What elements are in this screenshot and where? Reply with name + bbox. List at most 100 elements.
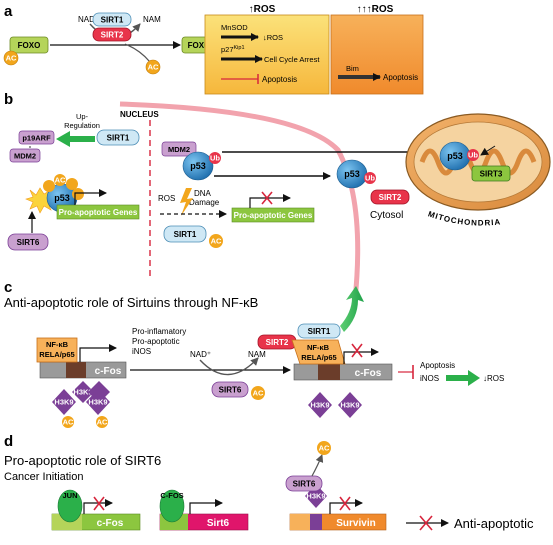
mdm2-left-label: MDM2 bbox=[14, 152, 36, 161]
h3k9-right-a bbox=[308, 392, 332, 418]
sirt6-enzyme-d bbox=[285, 475, 323, 492]
release-green-curved-arrow bbox=[340, 286, 364, 332]
pro-apoptotic-genes-mid-bar bbox=[231, 207, 315, 223]
up-regulation-green-arrow bbox=[56, 131, 95, 147]
panel-d-title-1: Pro-apoptotic role of SIRT6 bbox=[4, 453, 161, 468]
bim-label: Bim bbox=[346, 64, 359, 73]
cfos-right-label: c-Fos bbox=[355, 368, 382, 379]
sirt6-enzyme-d-label: SIRT6 bbox=[293, 480, 316, 489]
sirt2-cytosol-label: SIRT2 bbox=[379, 193, 402, 202]
foxo-left-label: FOXO bbox=[18, 41, 41, 50]
mnsod-label: MnSOD bbox=[221, 23, 248, 32]
h3k9-right-b-label: H3K9 bbox=[340, 401, 359, 410]
nam-label: NAM bbox=[143, 15, 161, 24]
ub-mito-badge bbox=[467, 149, 479, 161]
p27-label: p27Kip1 bbox=[221, 45, 245, 54]
pro-apoptotic-label: Pro-apoptotic bbox=[132, 337, 180, 346]
panel-d-title-2: Cancer Initiation bbox=[4, 471, 84, 483]
sirt2-cytosol-enzyme bbox=[370, 189, 410, 205]
dna-damage-label-2: Damage bbox=[189, 198, 220, 207]
transcription-arrow-mid bbox=[249, 194, 291, 208]
lightning-bolt-icon bbox=[180, 188, 193, 216]
ac-badge-c1 bbox=[62, 416, 74, 428]
ac-removal-arrow bbox=[311, 454, 324, 477]
sirt6-label-b: SIRT6 bbox=[17, 238, 40, 247]
mdm2-left-box bbox=[9, 148, 41, 163]
h3k9-right-a-label: H3K9 bbox=[310, 401, 329, 410]
ac-mid-label-b: AC bbox=[211, 237, 222, 246]
apoptosis-label-c: Apoptosis bbox=[420, 361, 455, 370]
apoptosis-label: Apoptosis bbox=[383, 73, 418, 82]
ac-badge-b2 bbox=[66, 178, 78, 190]
sirt6-label-c: SIRT6 bbox=[219, 386, 242, 395]
p19arf-label: p19ARF bbox=[22, 134, 51, 143]
pro-apoptotic-genes-left-bar bbox=[56, 204, 140, 220]
ros-label-b: ROS bbox=[158, 194, 175, 203]
cfos-gene-d-label: c-Fos bbox=[97, 518, 124, 529]
p53-mid-label: p53 bbox=[190, 161, 206, 171]
nfkb-left-label-2: RELA/p65 bbox=[39, 350, 74, 359]
survivin-promoter-b bbox=[310, 514, 322, 530]
sirt1-enzyme-c bbox=[297, 323, 341, 339]
h3k9-left-c bbox=[52, 389, 76, 415]
panel-a-label: a bbox=[4, 3, 13, 20]
blocked-x-d4-2 bbox=[419, 515, 433, 531]
pro-apoptotic-genes-mid-label: Pro-apoptotic Genes bbox=[234, 211, 313, 220]
nfkb-right-box bbox=[291, 339, 346, 365]
blocked-x-mid-2 bbox=[261, 191, 273, 205]
cell-cycle-arrest-label: Cell Cycle Arrest bbox=[264, 55, 320, 64]
nad-label-c: NAD⁺ bbox=[190, 350, 211, 359]
nfkb-left-label-1: NF-κB bbox=[46, 340, 69, 349]
sirt1-mid-label: SIRT1 bbox=[174, 230, 197, 239]
foxo-left-box bbox=[9, 36, 49, 54]
ros-green-arrow bbox=[446, 370, 480, 386]
apoptosis-inhibited-label: Apoptosis bbox=[262, 75, 297, 84]
p19arf-box bbox=[18, 130, 55, 145]
transcription-arrow-c-left bbox=[79, 344, 117, 362]
blocked-x-c-2 bbox=[351, 343, 363, 358]
ac-label-d: AC bbox=[319, 444, 330, 453]
p53-cytosol-label: p53 bbox=[344, 169, 360, 179]
p53-mid-protein bbox=[182, 151, 214, 181]
sirt6-enzyme-c bbox=[211, 381, 249, 398]
high-ros-box bbox=[330, 14, 424, 95]
nad-nam-curve-c bbox=[199, 357, 259, 376]
survivin-label: Survivin bbox=[336, 518, 375, 529]
ub-mito-label: Ub bbox=[468, 151, 478, 160]
h3k9-left-d bbox=[86, 389, 110, 415]
pro-inflamatory-label: Pro-inflamatory bbox=[132, 327, 186, 336]
blocked-x-d1-2 bbox=[93, 496, 105, 511]
panel-c-label: c bbox=[4, 279, 12, 296]
ac-mid-label: AC bbox=[148, 63, 159, 72]
sirt6-gene-label: Sirt6 bbox=[207, 518, 230, 529]
inos-left-label: iNOS bbox=[132, 347, 151, 356]
ac-badge-c2 bbox=[96, 416, 108, 428]
sirt3-to-ub-arrow bbox=[480, 145, 496, 156]
sirt2-enzyme-a bbox=[92, 27, 132, 42]
ac-release-curve bbox=[124, 43, 151, 63]
ac-mid-badge-b bbox=[209, 234, 223, 248]
dna-damage-label-1: DNA bbox=[194, 189, 212, 198]
foxo-right-label: FOXO bbox=[188, 41, 211, 50]
nam-label-c: NAM bbox=[248, 350, 266, 359]
cfos-left-label: c-Fos bbox=[95, 366, 122, 377]
mitochondria-label: MITOCHONDRIA bbox=[427, 209, 502, 227]
ub-cytosol-label: Ub bbox=[365, 174, 375, 183]
mdm2-mid-label: MDM2 bbox=[168, 145, 190, 154]
h3k9-left-c-label: H3K9 bbox=[54, 398, 73, 407]
inos-right-label: iNOS bbox=[420, 374, 439, 383]
nfkb-left-box bbox=[36, 337, 78, 363]
ac-badge-b1 bbox=[54, 174, 66, 186]
ac-sirt6-label: AC bbox=[253, 389, 264, 398]
p53-mito-label: p53 bbox=[447, 151, 463, 161]
ac-mid-badge bbox=[145, 59, 161, 75]
pro-apoptotic-genes-left-label: Pro-apoptotic Genes bbox=[59, 208, 138, 217]
sirt1-enzyme-a bbox=[92, 12, 132, 27]
ub-mid-badge bbox=[209, 152, 221, 164]
low-ros-box bbox=[204, 14, 330, 95]
transcription-arrow-d1 bbox=[83, 499, 113, 514]
sirt1-label-c: SIRT1 bbox=[308, 327, 331, 336]
panel-c-title: Anti-apoptotic role of Sirtuins through … bbox=[4, 295, 258, 310]
